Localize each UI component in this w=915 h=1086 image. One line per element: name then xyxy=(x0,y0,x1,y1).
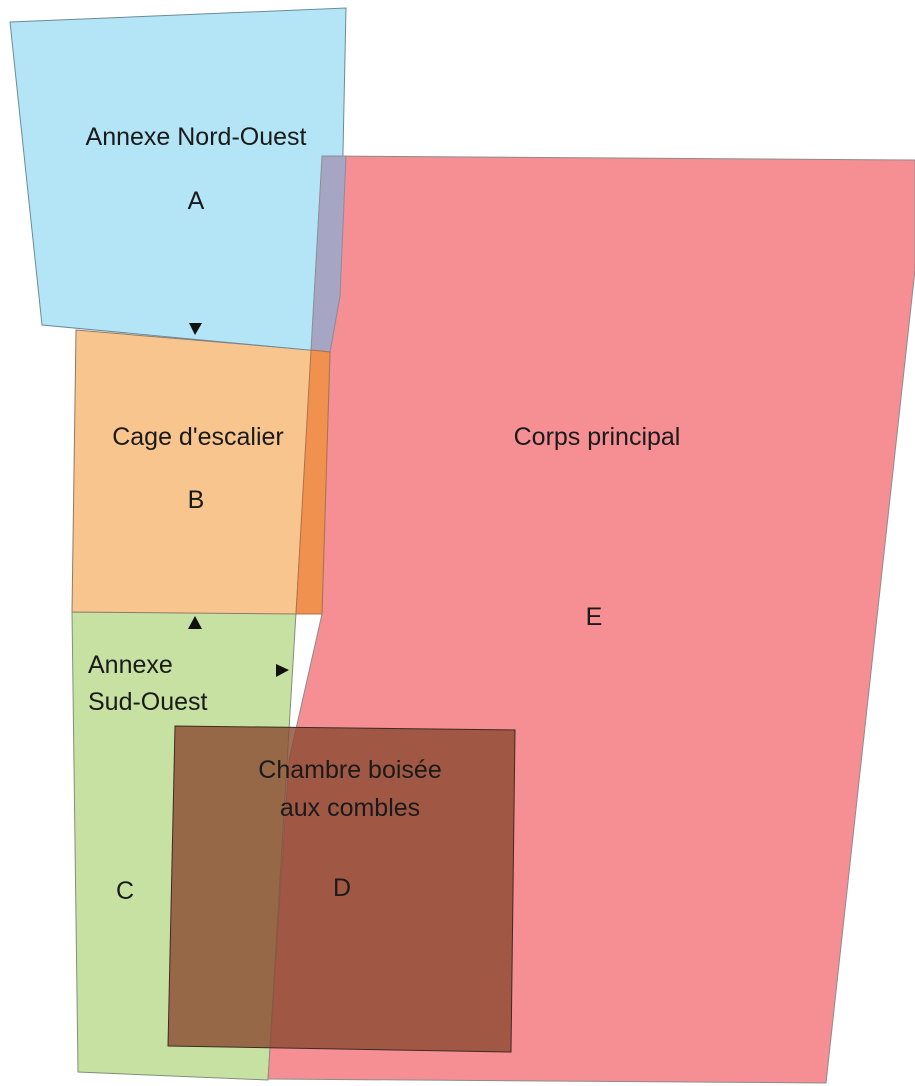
room-c-name-line1: Annexe xyxy=(88,651,173,679)
room-a-name: Annexe Nord-Ouest xyxy=(86,123,307,151)
room-e-name: Corps principal xyxy=(514,423,681,451)
room-c-name-line2: Sud-Ouest xyxy=(88,688,208,716)
arrow-down-icon xyxy=(189,323,202,335)
overlap-b-e xyxy=(295,349,331,615)
room-b-shape xyxy=(71,329,313,615)
room-a-letter: A xyxy=(188,187,205,215)
arrow-up-icon xyxy=(188,616,202,629)
room-d-letter: D xyxy=(333,874,351,902)
arrow-right-icon xyxy=(276,664,289,677)
room-c-letter: C xyxy=(116,877,134,905)
room-e-letter: E xyxy=(586,603,603,631)
room-d-name-line2: aux combles xyxy=(280,794,420,822)
overlap-a-e xyxy=(310,155,347,353)
room-d-name-line1: Chambre boisée xyxy=(258,756,441,784)
room-b-name: Cage d'escalier xyxy=(112,423,284,451)
room-a-shape xyxy=(9,7,347,353)
room-d-shape xyxy=(167,725,516,1053)
room-b-letter: B xyxy=(188,486,205,514)
